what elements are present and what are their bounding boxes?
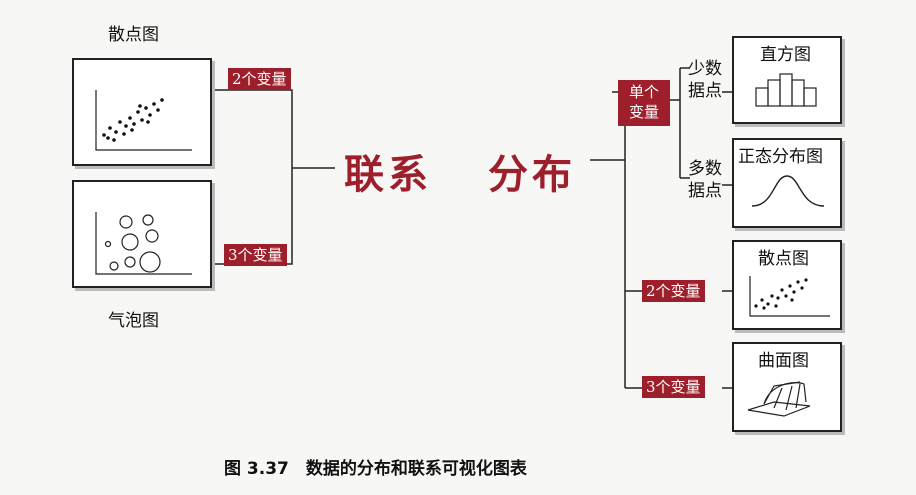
few-points-label: 少数 据点 (688, 58, 722, 102)
single-var-line2: 变量 (628, 103, 659, 121)
left-bubble-title: 气泡图 (108, 311, 159, 331)
surface-icon (747, 381, 811, 417)
histogram-chart: 直方图 (732, 36, 842, 124)
normal-distribution-chart: 正态分布图 (732, 138, 842, 228)
left-scatter-chart (72, 58, 212, 166)
few-points-line1: 少数 (688, 59, 722, 79)
histogram-title: 直方图 (760, 45, 811, 65)
surface-title: 曲面图 (758, 351, 809, 371)
histogram-icon (755, 73, 817, 107)
scatter-icon (95, 90, 192, 151)
left-scatter-title: 散点图 (108, 25, 159, 45)
surface-chart: 曲面图 (732, 342, 842, 432)
few-points-line2: 据点 (688, 81, 722, 101)
bubble-icon (95, 212, 192, 275)
right-tag-two-vars: 2个变量 (642, 280, 705, 302)
figure-caption: 图 3.37 数据的分布和联系可视化图表 (224, 459, 527, 479)
normal-title: 正态分布图 (738, 147, 823, 167)
relation-heading: 联系 (344, 152, 432, 198)
left-bubble-chart (72, 180, 212, 288)
single-var-line1: 单个 (628, 83, 659, 101)
right-scatter-chart: 散点图 (732, 240, 842, 330)
right-tag-single-var: 单个 变量 (618, 80, 670, 126)
many-points-label: 多数 据点 (688, 158, 722, 202)
many-points-line1: 多数 (688, 159, 722, 179)
bell-curve-icon (751, 175, 825, 207)
scatter-icon (749, 276, 830, 317)
distribution-heading: 分布 (488, 152, 576, 198)
left-tag-two-vars: 2个变量 (228, 68, 291, 90)
right-scatter-title: 散点图 (758, 249, 809, 269)
right-tag-three-vars: 3个变量 (642, 376, 705, 398)
many-points-line2: 据点 (688, 181, 722, 201)
left-tag-three-vars: 3个变量 (224, 244, 287, 266)
